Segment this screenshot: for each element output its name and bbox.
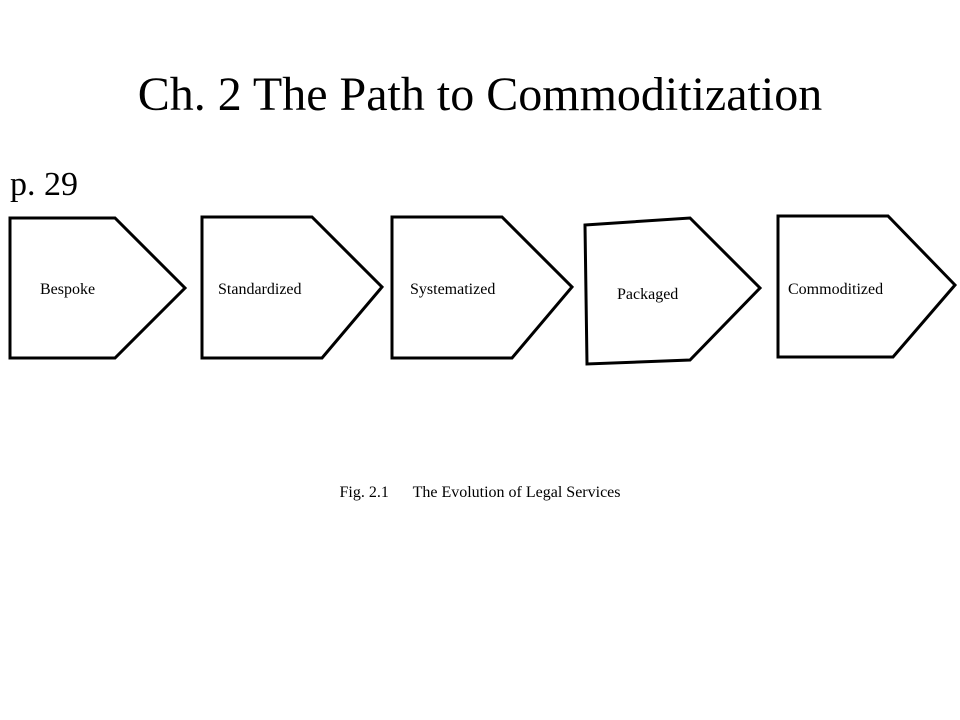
stage-standardized-label: Standardized [218, 281, 302, 298]
stage-bespoke-label: Bespoke [40, 281, 95, 298]
stage-packaged-label: Packaged [617, 286, 678, 303]
stage-bespoke: Bespoke [8, 216, 188, 360]
stage-standardized: Standardized [200, 215, 385, 360]
page-reference: p. 29 [10, 166, 78, 203]
figure-caption: Fig. 2.1 The Evolution of Legal Services [0, 482, 960, 504]
stage-commoditized-arrow [776, 214, 958, 359]
stage-systematized-label: Systematized [410, 281, 495, 298]
evolution-diagram: Bespoke Standardized Systematized Packag… [8, 214, 958, 366]
figure-number: Fig. 2.1 [339, 484, 389, 501]
slide-title: Ch. 2 The Path to Commoditization [137, 68, 823, 121]
stage-packaged-arrow [583, 216, 763, 366]
stage-systematized-arrow [390, 215, 575, 360]
figure-caption-text: The Evolution of Legal Services [412, 484, 621, 501]
stage-systematized: Systematized [390, 215, 575, 360]
stage-commoditized: Commoditized [776, 214, 958, 359]
stage-bespoke-arrow [8, 216, 188, 360]
stage-packaged: Packaged [583, 216, 763, 366]
stage-commoditized-label: Commoditized [788, 281, 883, 298]
stage-standardized-arrow [200, 215, 385, 360]
